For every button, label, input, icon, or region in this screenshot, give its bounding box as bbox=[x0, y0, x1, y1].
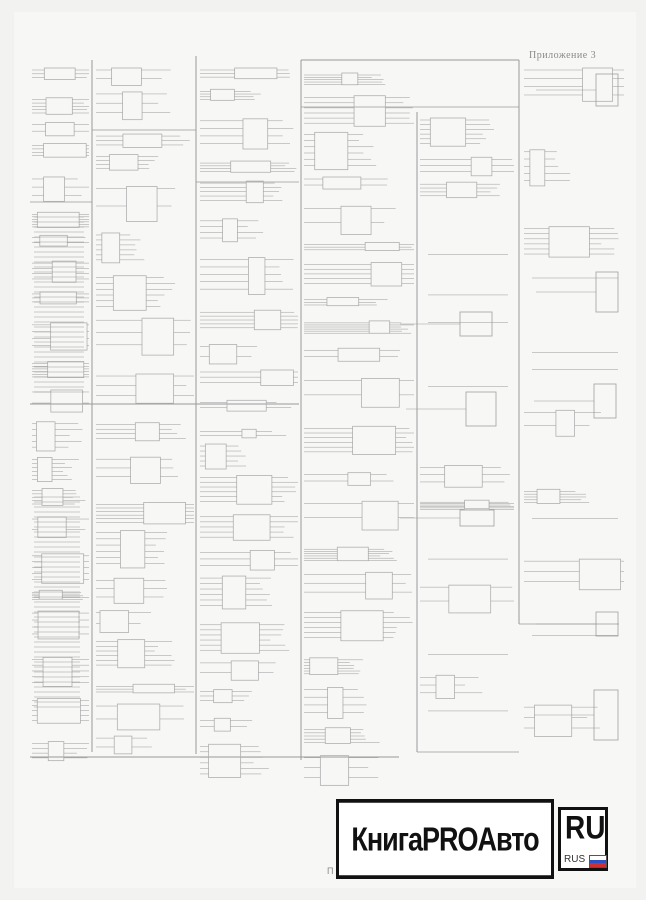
page-mark: П bbox=[327, 866, 334, 876]
wiring-diagram bbox=[30, 56, 624, 786]
russian-flag-icon bbox=[589, 855, 607, 868]
logo-main-text: КнигаPROАвто bbox=[336, 799, 554, 879]
logo-rus-text: RUS bbox=[564, 854, 586, 865]
scanned-page: Приложение 3 П bbox=[14, 12, 636, 888]
page-header: Приложение 3 bbox=[529, 50, 597, 61]
logo-side-box: RU RUS bbox=[558, 807, 608, 871]
logo-ru-text: RU bbox=[565, 809, 606, 846]
watermark-logo: КнигаPROАвто RU RUS bbox=[336, 799, 608, 879]
wiring-lines bbox=[30, 56, 624, 786]
